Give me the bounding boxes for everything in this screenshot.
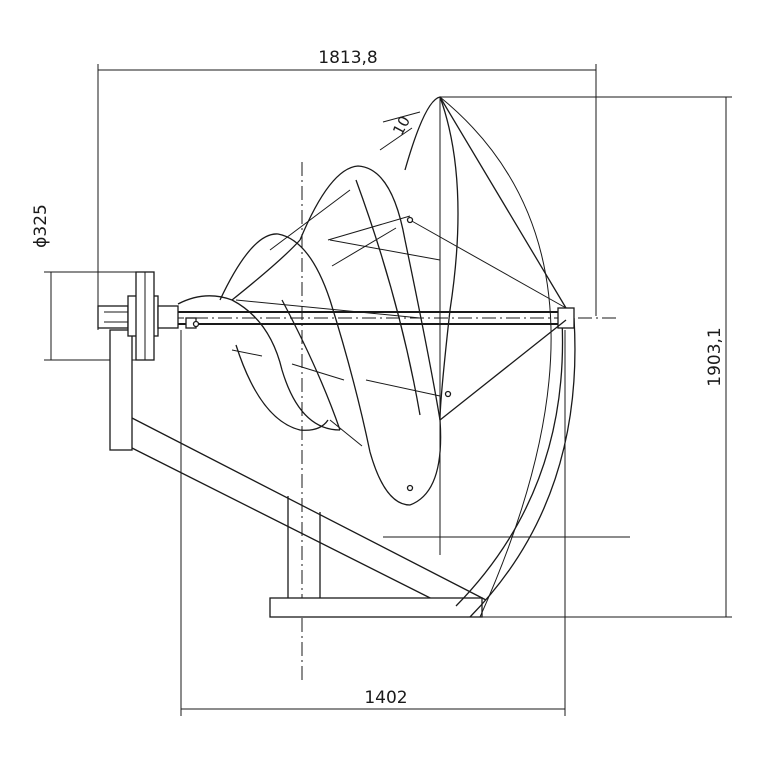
blade-edge-bottom — [439, 319, 567, 421]
shaft-coupling — [157, 305, 179, 329]
blade-edge-top — [439, 96, 567, 309]
dimension-gap: 10 — [382, 111, 421, 138]
center-lines — [170, 97, 630, 680]
sweep-arc — [439, 96, 552, 618]
support-frame — [109, 96, 576, 618]
middle-post — [287, 496, 321, 598]
blade-3 — [299, 165, 442, 506]
dimension-hub-diameter: ϕ325 — [31, 204, 152, 361]
hub-diameter-label: ϕ325 — [31, 204, 51, 248]
dimension-overall-width: 1813,8 — [97, 48, 597, 330]
dimension-overall-height: 1903,1 — [440, 96, 732, 618]
blade-4 — [404, 96, 459, 421]
dimension-base-width: 1402 — [180, 330, 566, 716]
left-post — [109, 329, 133, 451]
diagonal-strut — [131, 417, 487, 618]
helical-blades — [177, 96, 567, 506]
overall-height-label: 1903,1 — [705, 327, 725, 386]
blade-1 — [177, 295, 341, 431]
rear-arm-inner — [455, 319, 564, 607]
base-width-label: 1402 — [364, 688, 407, 708]
overall-width-label: 1813,8 — [318, 48, 377, 68]
blade-2 — [219, 233, 411, 506]
gap-label: 10 — [389, 113, 414, 138]
shaft-housing — [97, 305, 129, 329]
rear-arm-outer — [469, 317, 576, 618]
generator-hub — [97, 271, 179, 361]
base-beam — [269, 597, 483, 618]
